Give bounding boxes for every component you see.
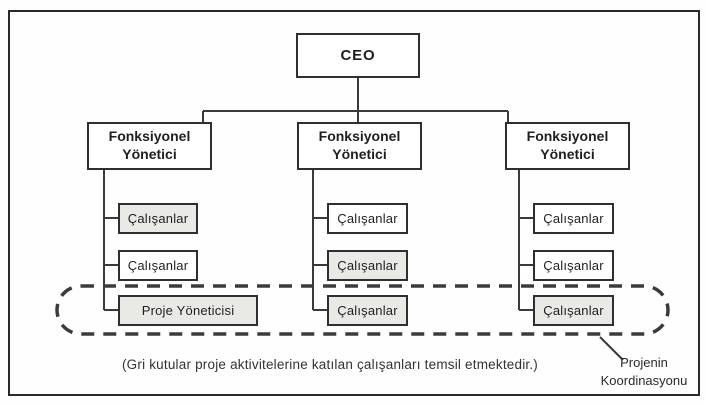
stubs-col2 bbox=[313, 217, 327, 311]
coordination-label-line2: Koordinasyonu bbox=[600, 373, 688, 389]
node-employees-col2-row1: Çalışanlar bbox=[327, 203, 408, 234]
node-employees-col2-row2: Çalışanlar bbox=[327, 250, 408, 281]
node-functional-manager-3: Fonksiyonel Yönetici bbox=[505, 122, 630, 170]
node-project-manager: Proje Yöneticisi bbox=[118, 295, 258, 326]
coordination-label-line1: Projenin bbox=[620, 355, 668, 370]
project-coordination-label: Projenin Koordinasyonu bbox=[582, 354, 706, 390]
coordination-leader-line bbox=[599, 336, 624, 361]
node-employees-col2-row3: Çalışanlar bbox=[327, 295, 408, 326]
figure-border bbox=[8, 10, 700, 396]
node-employees-col3-row1: Çalışanlar bbox=[533, 203, 614, 234]
node-employees-col1-row2: Çalışanlar bbox=[118, 250, 198, 281]
stubs-col1 bbox=[104, 217, 118, 311]
figure-caption: (Gri kutular proje aktivitelerine katıla… bbox=[121, 357, 538, 372]
project-coordination-dashed-outline bbox=[55, 284, 670, 336]
stubs-col3 bbox=[519, 217, 533, 311]
node-employees-col3-row3: Çalışanlar bbox=[533, 295, 614, 326]
node-functional-manager-2: Fonksiyonel Yönetici bbox=[297, 122, 422, 170]
node-functional-manager-1: Fonksiyonel Yönetici bbox=[87, 122, 212, 170]
node-employees-col1-row1: Çalışanlar bbox=[118, 203, 198, 234]
node-employees-col3-row2: Çalışanlar bbox=[533, 250, 614, 281]
node-ceo: CEO bbox=[296, 33, 420, 78]
